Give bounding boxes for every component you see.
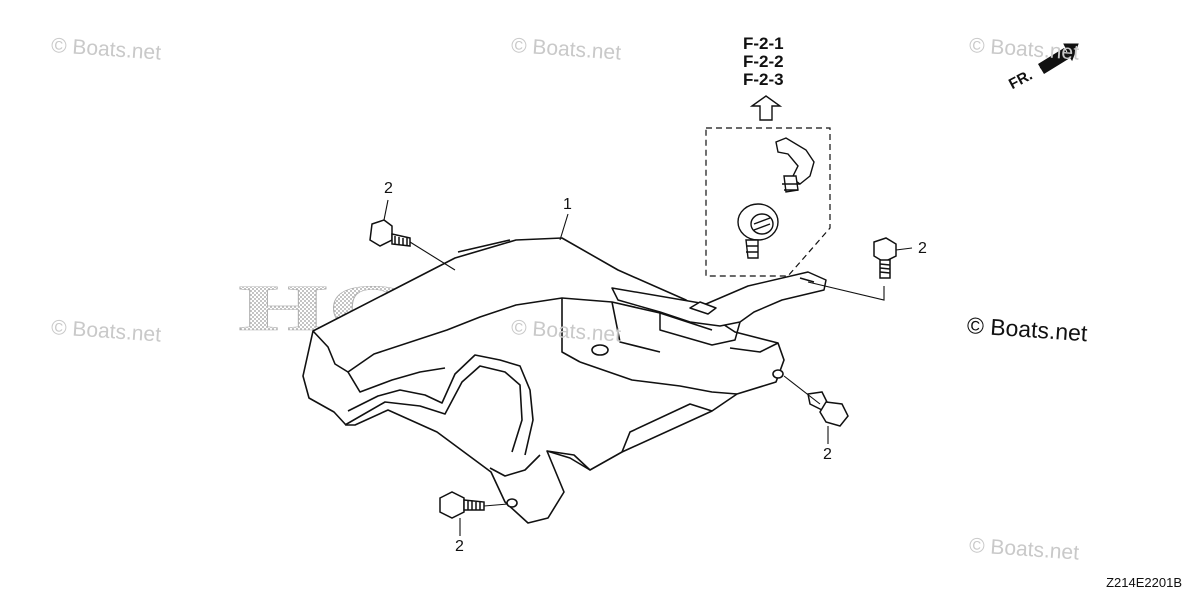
harness-clip-band [775,137,815,193]
flange-bolt-bottom [439,491,485,519]
reference-f-2-2[interactable]: F-2-2 [743,52,784,71]
callout-bolt-right[interactable]: 2 [918,240,927,257]
flange-bolt-top-left [369,219,411,247]
callout-bolt-top-left[interactable]: 2 [384,180,393,197]
reference-f-2-3[interactable]: F-2-3 [743,70,784,89]
callout-bolt-lower-right[interactable]: 2 [823,446,832,463]
callout-part-1[interactable]: 1 [563,196,572,213]
clip-inset [705,127,831,277]
drawing-code: Z214E2201B [1106,575,1182,590]
flange-bolt-right [873,237,897,279]
front-direction-arrow-icon [1038,43,1079,74]
harness-clip-round [737,203,779,259]
reference-up-arrow [749,95,783,121]
callout-bolt-bottom[interactable]: 2 [455,538,464,555]
flange-bolt-lower-right [807,391,849,427]
leader-lines [383,199,913,536]
reference-f-2-1[interactable]: F-2-1 [743,34,784,53]
cable-bracket [611,271,827,346]
